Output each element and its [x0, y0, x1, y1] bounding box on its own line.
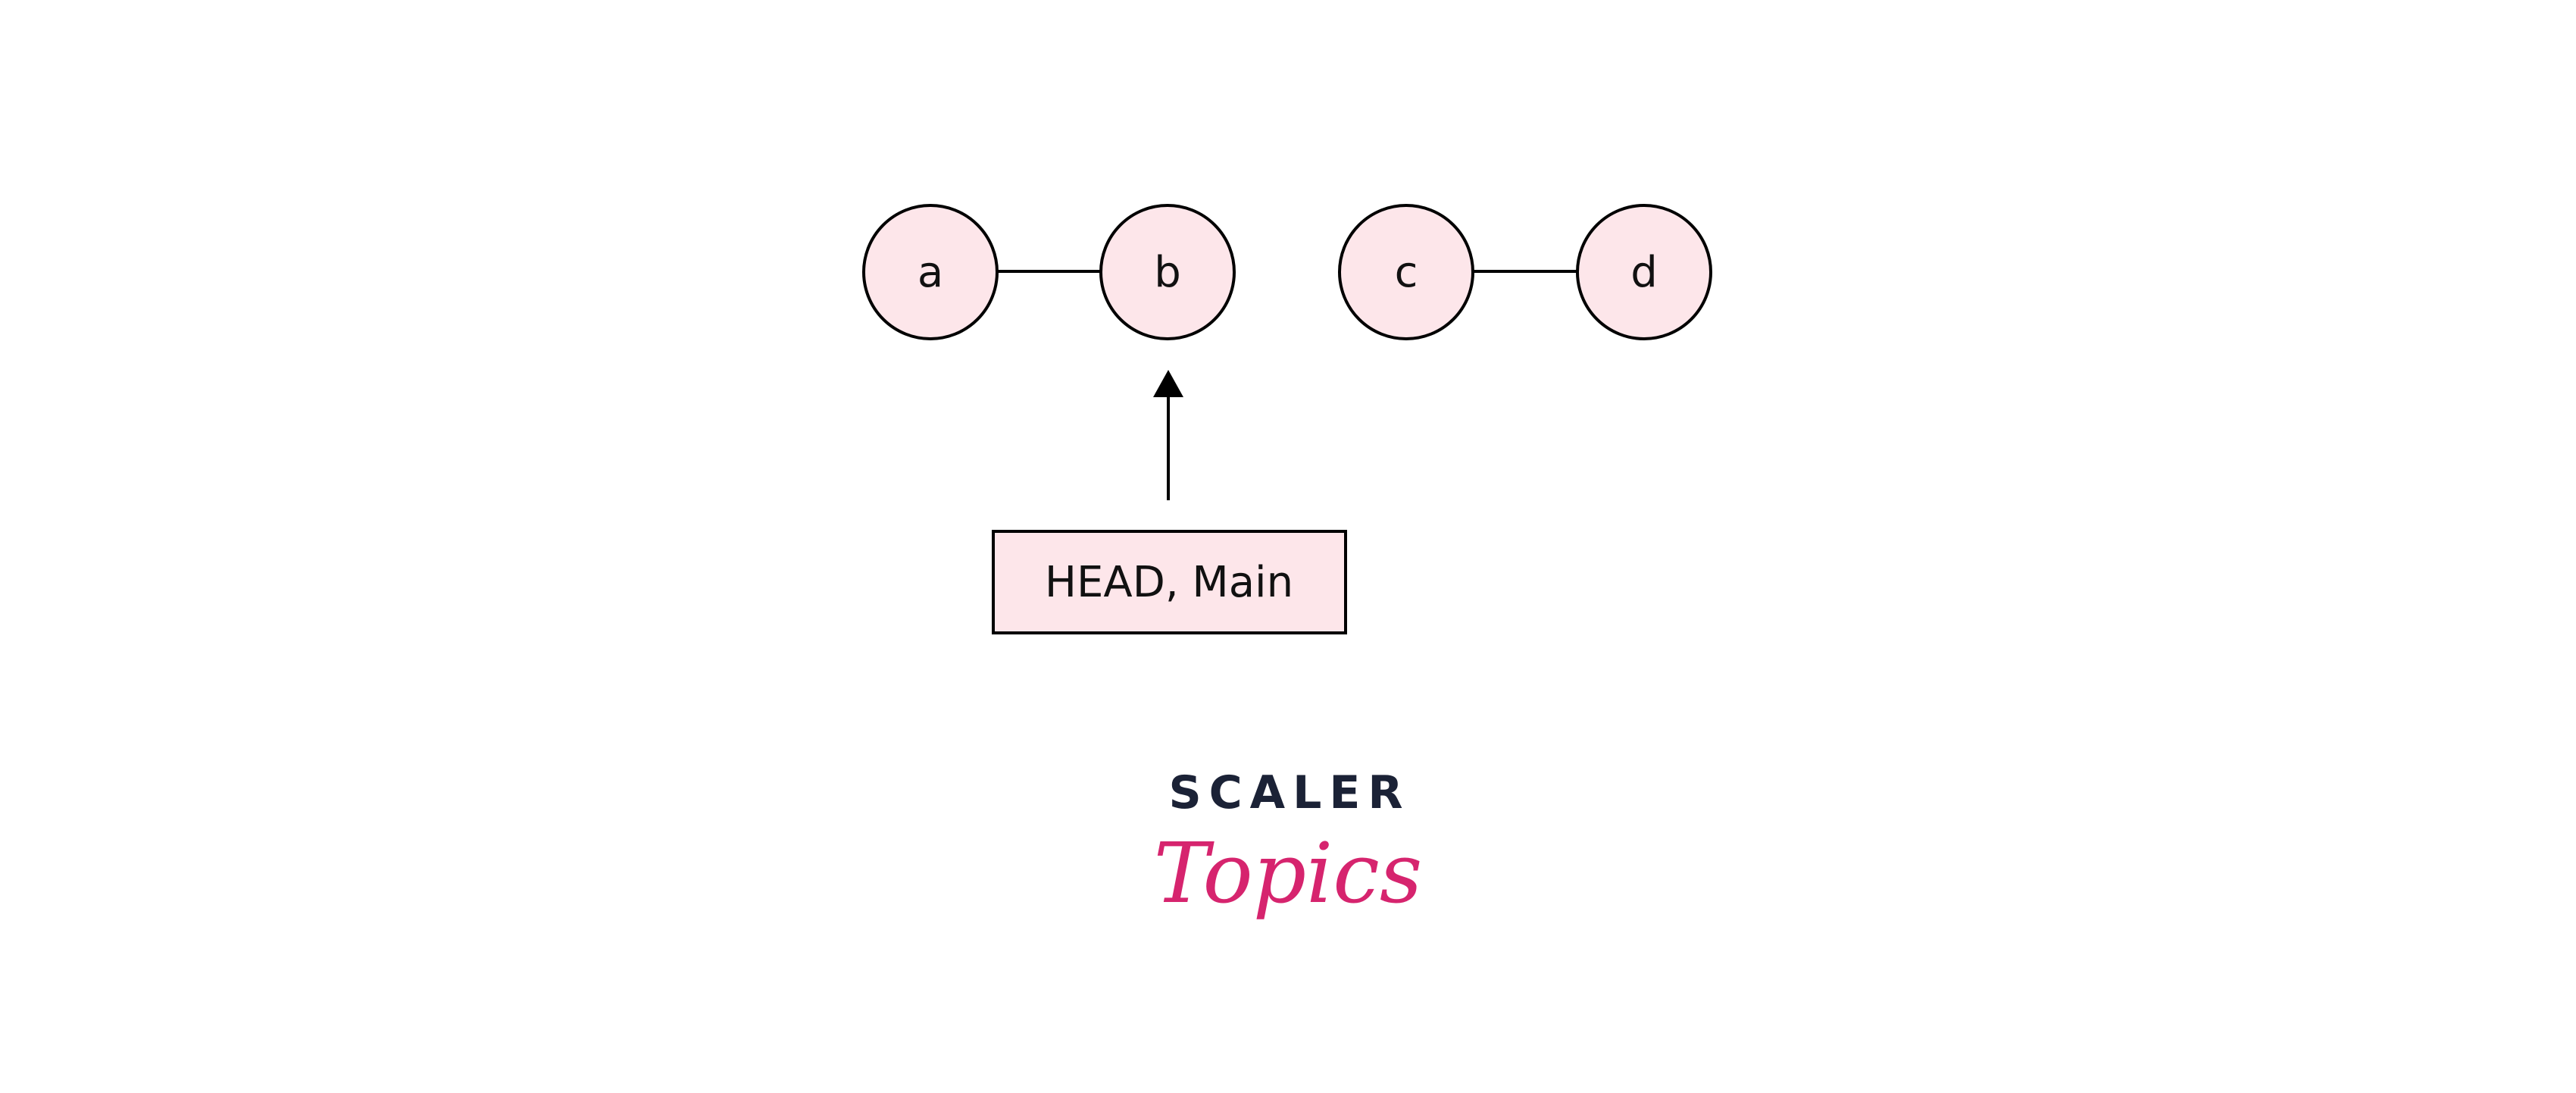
- node-c: c: [1338, 204, 1474, 340]
- head-main-label: HEAD, Main: [1045, 558, 1293, 607]
- node-d: d: [1576, 204, 1712, 340]
- scaler-topics-logo: SCALER Topics: [1154, 766, 1423, 922]
- node-a: a: [862, 204, 999, 340]
- node-c-label: c: [1395, 248, 1418, 297]
- logo-topics-text: Topics: [1154, 825, 1423, 922]
- node-b: b: [1099, 204, 1236, 340]
- pointer-arrow: [1153, 370, 1183, 500]
- arrowhead-icon: [1153, 370, 1183, 397]
- logo-scaler-text: SCALER: [1168, 766, 1410, 819]
- head-main-box: HEAD, Main: [992, 530, 1347, 634]
- node-b-label: b: [1154, 248, 1181, 297]
- node-a-label: a: [918, 248, 943, 297]
- node-d-label: d: [1630, 248, 1658, 297]
